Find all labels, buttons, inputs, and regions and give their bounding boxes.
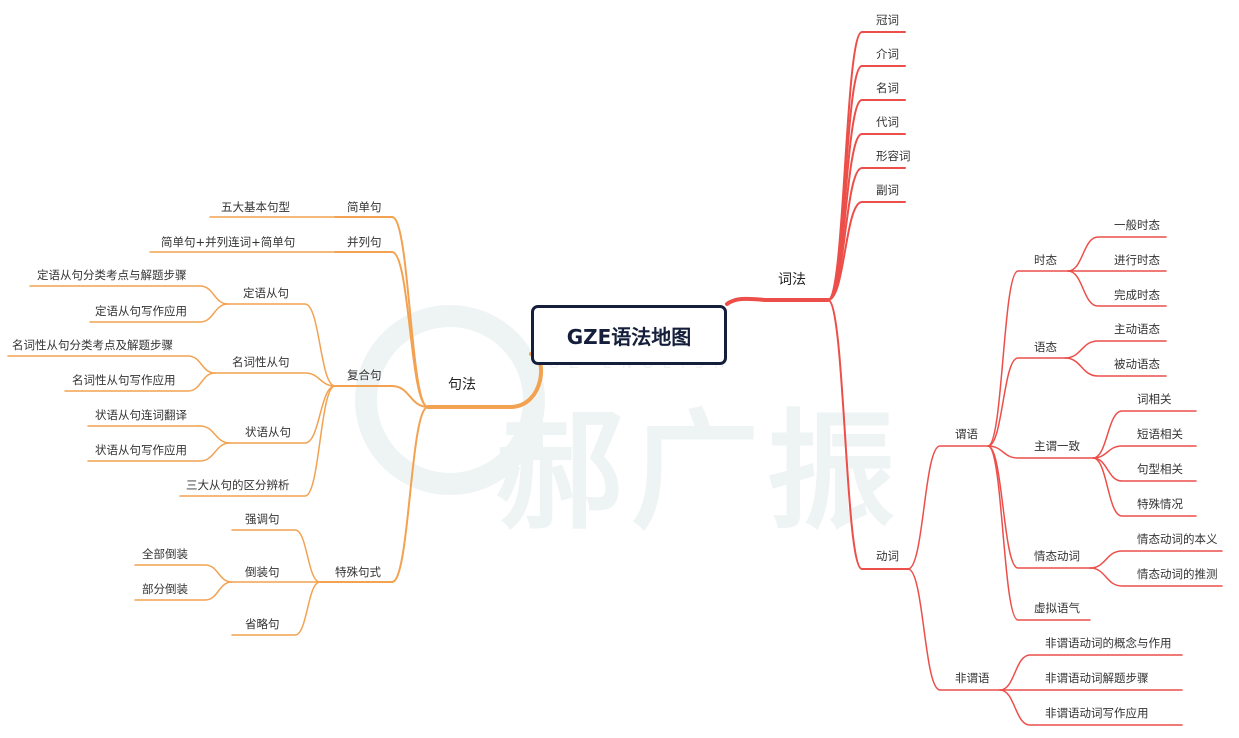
root-node[interactable]: GZE语法地图 <box>531 305 727 365</box>
link-full-inversion <box>134 564 233 583</box>
node-attributive-clause[interactable]: 定语从句 <box>243 286 289 300</box>
link-subjunctive <box>987 445 1091 621</box>
leaf-partial-inversion[interactable]: 部分倒装 <box>142 582 188 596</box>
link-agreement <box>987 445 1094 459</box>
link-adv-conj <box>87 425 231 444</box>
leaf-nonfinite-steps[interactable]: 非谓语动词解题步骤 <box>1045 671 1149 685</box>
node-nonfinite[interactable]: 非谓语 <box>955 671 990 685</box>
leaf-nonfinite-writing[interactable]: 非谓语动词写作应用 <box>1045 706 1149 720</box>
leaf-adverb[interactable]: 副词 <box>876 183 899 197</box>
node-verb[interactable]: 动词 <box>876 549 899 563</box>
link-tense-2 <box>1067 270 1167 307</box>
link-attr-writing <box>89 303 229 323</box>
link-compound <box>334 251 429 408</box>
link-modal-1 <box>1089 567 1223 587</box>
link-adverbial <box>229 385 336 444</box>
leaf-nonfinite-concept[interactable]: 非谓语动词的概念与作用 <box>1045 636 1172 650</box>
node-adverbial-clause[interactable]: 状语从句 <box>245 425 291 439</box>
leaf-attributive-steps[interactable]: 定语从句分类考点与解题步骤 <box>37 268 187 282</box>
link-pos-5 <box>827 201 906 301</box>
link-root-lexical <box>725 296 830 306</box>
leaf-attributive-writing[interactable]: 定语从句写作应用 <box>95 304 187 318</box>
link-voice-0 <box>1064 340 1167 359</box>
leaf-preposition[interactable]: 介词 <box>876 47 899 61</box>
link-tense <box>987 270 1069 447</box>
link-special <box>319 406 429 583</box>
node-agreement[interactable]: 主谓一致 <box>1034 439 1080 453</box>
link-complex <box>334 385 429 408</box>
link-nominal-steps <box>7 355 216 374</box>
link-predicate <box>907 445 989 570</box>
node-nominal-clause[interactable]: 名词性从句 <box>232 355 290 369</box>
node-inversion[interactable]: 倒装句 <box>245 565 280 579</box>
leaf-word-related[interactable]: 词相关 <box>1137 392 1172 406</box>
leaf-modal-meaning[interactable]: 情态动词的本义 <box>1137 532 1218 546</box>
leaf-ellipsis[interactable]: 省略句 <box>245 617 280 631</box>
branch-lexical[interactable]: 词法 <box>778 272 806 288</box>
link-voice-1 <box>1064 357 1167 377</box>
node-voice[interactable]: 语态 <box>1034 340 1057 354</box>
leaf-emphasis[interactable]: 强调句 <box>245 512 280 526</box>
leaf-simple-tense[interactable]: 一般时态 <box>1114 218 1160 232</box>
link-tense-0 <box>1067 236 1167 272</box>
leaf-pattern-related[interactable]: 句型相关 <box>1137 462 1183 476</box>
watermark-text: 郝广振 <box>495 398 904 547</box>
leaf-adverbial-writing[interactable]: 状语从句写作应用 <box>95 443 187 457</box>
link-attributive <box>227 303 336 387</box>
branch-sentence[interactable]: 句法 <box>448 377 476 393</box>
node-compound-sentence[interactable]: 并列句 <box>347 235 382 249</box>
link-agree-1 <box>1092 445 1197 459</box>
node-modal-verb[interactable]: 情态动词 <box>1034 549 1080 563</box>
leaf-progressive-tense[interactable]: 进行时态 <box>1114 253 1160 267</box>
link-agree-0 <box>1092 410 1197 459</box>
leaf-perfect-tense[interactable]: 完成时态 <box>1114 288 1160 302</box>
leaf-passive-voice[interactable]: 被动语态 <box>1114 357 1160 371</box>
link-verb <box>827 299 909 570</box>
leaf-active-voice[interactable]: 主动语态 <box>1114 322 1160 336</box>
link-nonfinite <box>907 568 1001 691</box>
leaf-noun[interactable]: 名词 <box>876 81 899 95</box>
link-nonfinite-0 <box>999 654 1183 691</box>
leaf-pronoun[interactable]: 代词 <box>876 115 899 129</box>
link-nominal <box>214 372 336 387</box>
link-nonfinite-2 <box>999 689 1183 726</box>
link-agree-3 <box>1092 457 1197 517</box>
leaf-special-cases[interactable]: 特殊情况 <box>1137 497 1183 511</box>
link-compare <box>179 385 336 497</box>
link-nominal-writing <box>64 372 216 392</box>
leaf-adverbial-conjunctions[interactable]: 状语从句连词翻译 <box>95 408 187 422</box>
leaf-phrase-related[interactable]: 短语相关 <box>1137 427 1183 441</box>
leaf-nominal-steps[interactable]: 名词性从句分类考点及解题步骤 <box>12 338 173 352</box>
node-tense[interactable]: 时态 <box>1034 253 1057 267</box>
leaf-five-patterns[interactable]: 五大基本句型 <box>221 200 290 214</box>
leaf-adjective[interactable]: 形容词 <box>876 149 911 163</box>
leaf-nominal-writing[interactable]: 名词性从句写作应用 <box>72 373 176 387</box>
node-simple-sentence[interactable]: 简单句 <box>347 200 382 214</box>
link-voice <box>987 357 1066 447</box>
link-partial-inversion <box>134 581 233 601</box>
node-predicate[interactable]: 谓语 <box>955 427 978 441</box>
leaf-modal-inference[interactable]: 情态动词的推测 <box>1137 567 1218 581</box>
link-adv-writing <box>87 442 231 462</box>
link-attr-steps <box>29 285 229 305</box>
node-complex-sentence[interactable]: 复合句 <box>347 368 382 382</box>
link-ellipsis <box>231 581 321 636</box>
leaf-full-inversion[interactable]: 全部倒装 <box>142 547 188 561</box>
leaf-subjunctive[interactable]: 虚拟语气 <box>1034 601 1080 615</box>
link-emphasis <box>231 529 321 583</box>
link-modal-0 <box>1089 550 1223 569</box>
leaf-three-clauses-compare[interactable]: 三大从句的区分辨析 <box>186 478 290 492</box>
leaf-article[interactable]: 冠词 <box>876 13 899 27</box>
node-special-sentence[interactable]: 特殊句式 <box>335 565 381 579</box>
leaf-compound-formula[interactable]: 简单句+并列连词+简单句 <box>161 235 296 249</box>
link-root-sentence <box>426 352 544 409</box>
